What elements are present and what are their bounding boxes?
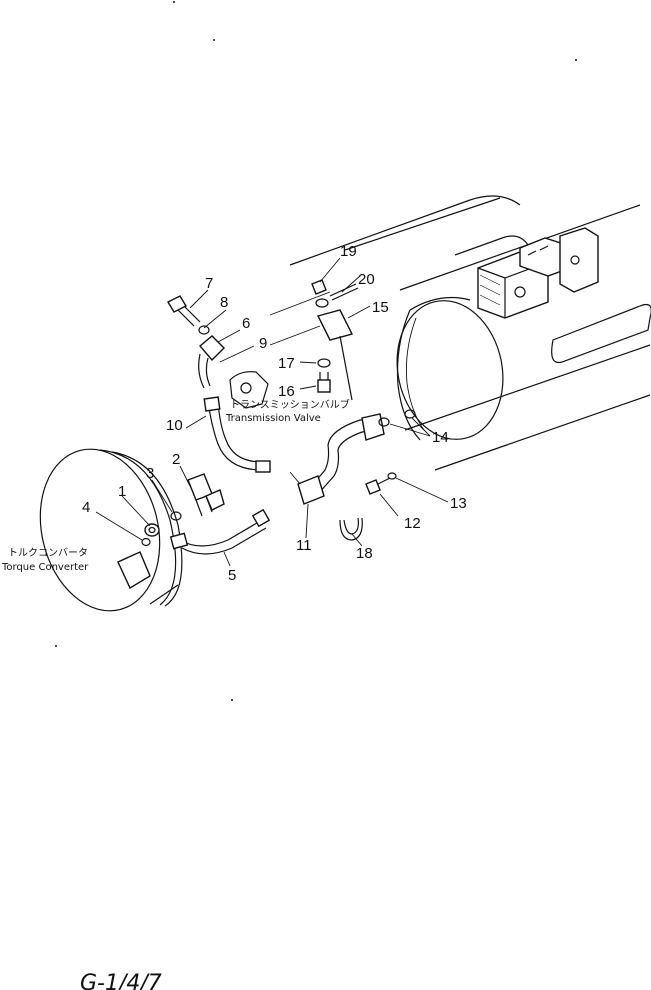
bracket-15	[316, 309, 354, 401]
transmission-valve	[229, 371, 269, 409]
hose-5	[169, 508, 271, 555]
callout-19: 19	[340, 243, 357, 260]
callout-6: 6	[242, 315, 250, 332]
washer-13	[387, 472, 397, 480]
o-ring-14	[378, 409, 416, 427]
plate-20	[329, 283, 359, 301]
bolt-2	[170, 473, 225, 521]
transmission-valve-caption-en: Transmission Valve	[225, 413, 321, 424]
callout-5: 5	[228, 567, 236, 584]
callout-7: 7	[205, 275, 213, 292]
washer-17	[317, 358, 331, 368]
pipe-11	[297, 413, 385, 505]
leader-lines	[95, 257, 449, 567]
callout-1: 1	[118, 483, 126, 500]
bolt-7	[167, 295, 210, 335]
callout-labels: 1 2 3 4 5 6 7 8 9 10 11 12 13 14 15 16 1…	[82, 243, 467, 584]
captions: トルクコンバータ Torque Converter トランスミッションバルブ T…	[1, 398, 350, 573]
hose-10	[203, 396, 271, 473]
torque-converter	[39, 448, 183, 612]
scan-specks	[55, 1, 577, 701]
callout-4: 4	[82, 499, 90, 516]
callout-12: 12	[404, 515, 421, 532]
torque-converter-caption-jp: トルクコンバータ	[8, 547, 88, 559]
pump-unit	[477, 227, 599, 319]
fitting-1	[144, 523, 160, 537]
callout-13: 13	[450, 495, 467, 512]
transmission-housing	[396, 296, 504, 441]
callout-18: 18	[356, 545, 373, 562]
callout-11: 11	[296, 537, 312, 554]
transmission-valve-caption-jp: トランスミッションバルブ	[230, 398, 350, 411]
callout-3: 3	[146, 465, 154, 482]
bolt-16	[317, 372, 331, 393]
callout-8: 8	[220, 294, 228, 311]
o-ring-4	[141, 537, 151, 547]
callout-14: 14	[432, 429, 449, 446]
callout-20: 20	[358, 271, 375, 288]
callout-15: 15	[372, 299, 389, 316]
torque-converter-caption-en: Torque Converter	[1, 562, 89, 573]
callout-16: 16	[278, 383, 295, 400]
page-mark: G-1/4/7	[80, 971, 162, 990]
callout-9: 9	[259, 335, 267, 352]
bolt-12	[365, 477, 391, 495]
callout-2: 2	[172, 451, 180, 468]
callout-17: 17	[278, 355, 295, 372]
callout-10: 10	[166, 417, 183, 434]
nut-19	[311, 279, 329, 308]
u-bolt-18	[339, 517, 363, 541]
